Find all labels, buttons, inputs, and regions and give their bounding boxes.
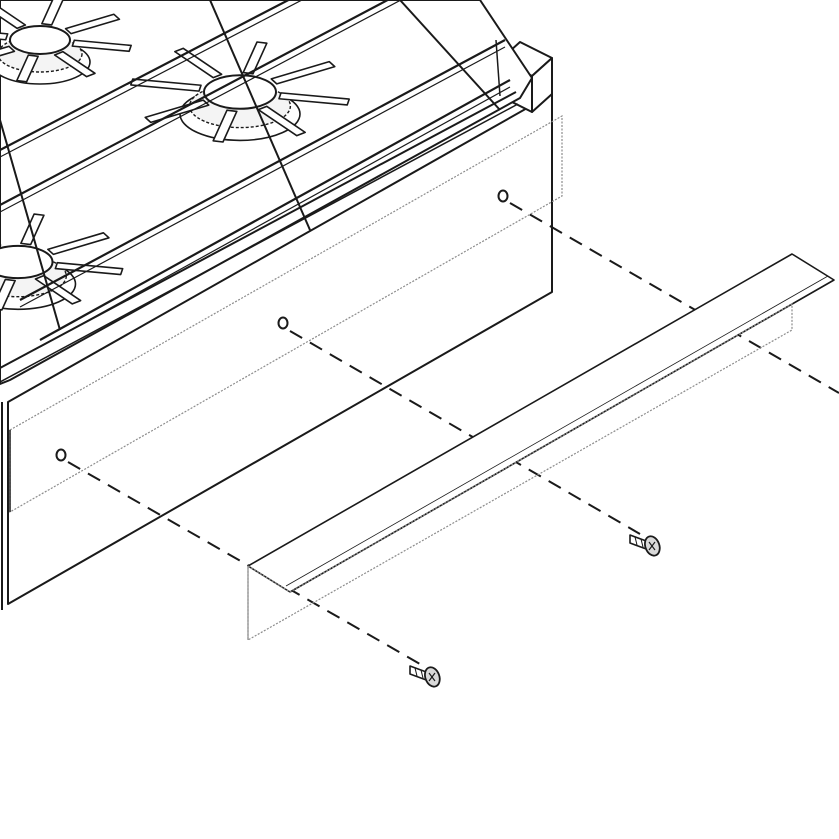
grate-rail-shadow-1 xyxy=(0,0,304,158)
grates-group xyxy=(0,0,511,348)
grate-rail-shadow-4 xyxy=(39,86,511,348)
burner-2 xyxy=(0,213,124,311)
screw-thread xyxy=(640,538,644,548)
grate-rail-shadow-3 xyxy=(19,46,506,308)
grate-finger xyxy=(130,78,202,92)
grate-finger xyxy=(41,0,64,26)
range-body xyxy=(7,41,553,605)
grate-finger xyxy=(16,54,39,83)
front-panel-outline xyxy=(9,114,563,514)
guide-line-right xyxy=(509,202,839,394)
burner-cap xyxy=(9,25,71,55)
screw-hole-center xyxy=(277,316,289,330)
screw-thread xyxy=(634,536,638,546)
front-panel xyxy=(1,114,563,610)
grate-finger xyxy=(71,39,132,53)
screw-slot xyxy=(428,672,436,682)
grate-cross-rail-2 xyxy=(399,0,501,111)
grate-finger xyxy=(20,213,45,246)
grate-rail-2 xyxy=(0,0,390,206)
trim-strip xyxy=(247,253,835,642)
grate-finger xyxy=(270,60,336,85)
grate-finger xyxy=(0,45,16,57)
burner-3 xyxy=(0,0,132,85)
burner-cap xyxy=(203,74,277,110)
grate-rail-shadow-2 xyxy=(0,0,403,213)
grate-finger xyxy=(0,278,16,311)
grate-finger xyxy=(174,47,223,79)
screw-center xyxy=(629,534,661,557)
grate-finger xyxy=(53,50,96,78)
grate-finger xyxy=(212,109,238,143)
grate-cross-rail-1 xyxy=(209,0,311,231)
range-front-face xyxy=(7,93,553,605)
screw-slot xyxy=(648,541,656,551)
grate-finger xyxy=(278,92,350,106)
trim-strip-fold-inner xyxy=(285,275,829,587)
screw-holes xyxy=(55,189,509,462)
screw-hole-right xyxy=(497,189,509,203)
grate-rail-1 xyxy=(0,0,291,151)
grate-rail-4 xyxy=(39,79,511,341)
assembly-guide-lines xyxy=(67,202,839,665)
screw-left xyxy=(409,665,441,688)
grate-finger xyxy=(242,41,268,75)
grate-rail-3 xyxy=(19,39,506,301)
grate-finger xyxy=(47,232,110,256)
cooktop-front-edge-lower xyxy=(0,103,519,383)
grate-finger xyxy=(0,32,9,41)
grate-finger xyxy=(64,13,121,35)
grate-finger xyxy=(54,261,124,276)
screw-thread xyxy=(420,669,424,679)
grate-finger xyxy=(0,243,2,247)
grate-finger xyxy=(0,6,27,30)
screw-thread xyxy=(414,667,418,677)
grate-finger xyxy=(257,105,306,137)
screw-hole-left xyxy=(55,448,67,462)
burner-cap xyxy=(0,244,54,280)
grate-cross-rail-3 xyxy=(0,119,61,331)
